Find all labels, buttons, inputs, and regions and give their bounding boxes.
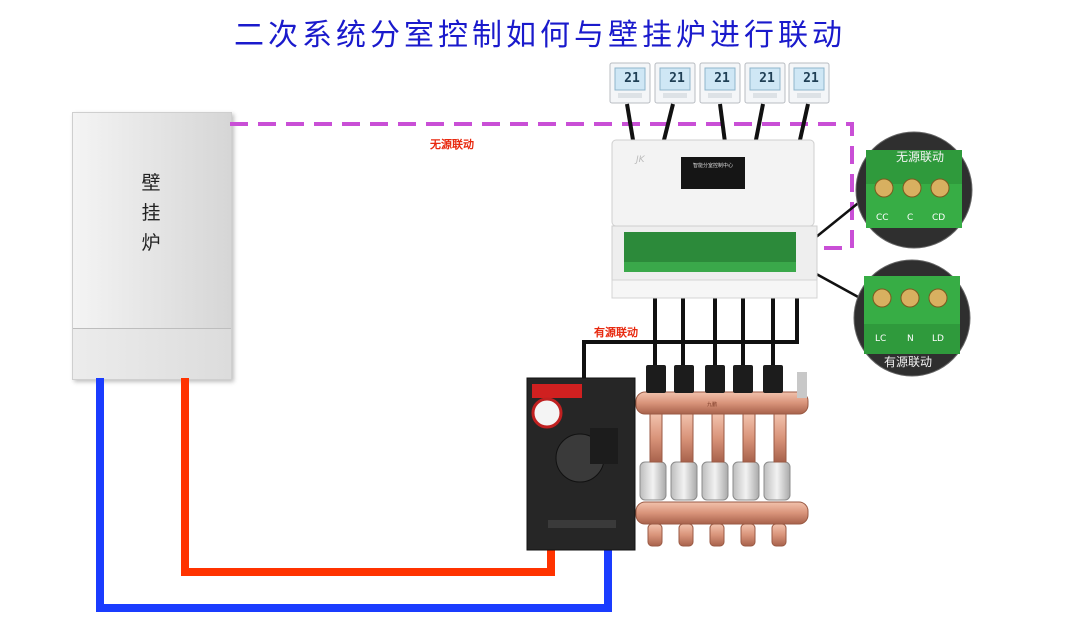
active-terminal-zoom [853,259,971,377]
thermostat-display: 21 [669,71,685,86]
passive-terminal-label: CD [932,213,946,223]
thermostat-display: 21 [624,71,640,86]
manifold-actuators [646,365,783,393]
passive-terminal-label: C [907,213,914,223]
thermostat-display: 21 [759,71,775,86]
hot-supply-pipe [181,378,555,576]
thermostat-display: 21 [803,71,819,86]
thermostat-row [609,62,830,104]
passive-linkage-line [230,122,854,250]
manifold-risers [649,413,787,463]
manifold: 九鹏 [635,372,809,525]
manifold-valve-caps [639,461,791,501]
controller-screen-text: 智能分室控制中心 [693,162,733,169]
passive-zoom-title: 无源联动 [896,150,945,164]
controller-brand: JK [634,155,646,165]
manifold-outlets [647,523,787,547]
active-terminal-label: LC [875,334,887,344]
boiler-label-line: 挂 [141,202,161,224]
thermostat [788,62,830,104]
wall-boiler: 壁 挂 炉 [72,112,232,380]
zone-controller: 智能分室控制中心 JK [611,139,818,299]
thermostat-display: 21 [714,71,730,86]
thermostat [609,62,651,104]
diagram-title: 二次系统分室控制如何与壁挂炉进行联动 [234,18,846,53]
boiler-label-line: 壁 [141,172,161,194]
thermostat [744,62,786,104]
boiler-label-line: 炉 [141,232,161,254]
passive-terminal-zoom [855,131,973,249]
active-terminal-label: N [907,334,914,344]
boiler-bottom-panel [73,328,231,379]
passive-linkage-label: 无源联动 [430,138,474,151]
active-linkage-label: 有源联动 [594,326,638,339]
thermostat [699,62,741,104]
active-linkage-wire [582,270,799,382]
manifold-brand-tag: 九鹏 [707,401,717,408]
thermostat [654,62,696,104]
boiler-label: 壁 挂 炉 [131,168,171,258]
cold-return-pipe [96,378,612,612]
pump-mixing-unit [526,377,636,551]
active-zoom-title: 有源联动 [884,355,933,369]
passive-terminal-label: CC [876,213,889,223]
active-terminal-label: LD [932,334,944,344]
